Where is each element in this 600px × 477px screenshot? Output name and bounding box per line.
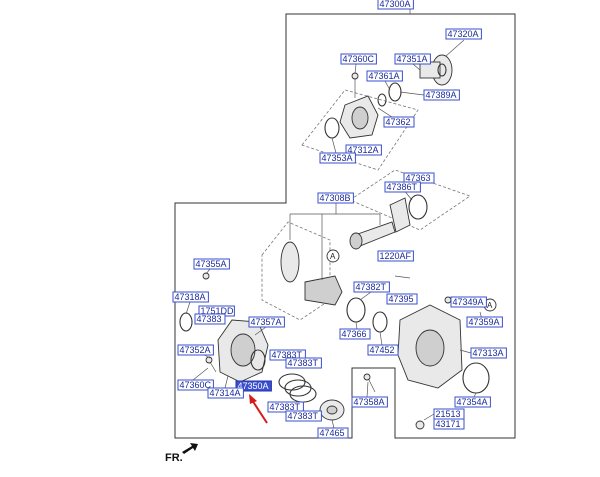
part-label-text: 47359A (469, 317, 500, 327)
part-label-p47350a[interactable]: 47350A (235, 380, 272, 392)
part-label-p43171[interactable]: 43171 (433, 418, 465, 430)
part-label-p47366[interactable]: 47366 (339, 328, 371, 340)
ref-marker-a-left: A (326, 249, 340, 263)
part-label-text: 47313A (473, 348, 504, 358)
part-label-p47362[interactable]: 47362 (383, 116, 415, 128)
ref-marker-text: A (330, 252, 336, 261)
side-cover (179, 312, 269, 383)
part-label-p47354a[interactable]: 47354A (454, 396, 491, 408)
drive-gear-set (280, 197, 411, 333)
part-label-text: 1220AF (380, 251, 412, 261)
part-label-p47389a[interactable]: 47389A (423, 89, 460, 101)
part-number-labels: 47300A 47320A 47360C 47351A 47361A 47389A 4736… (172, 0, 507, 439)
part-label-text: 47362 (386, 117, 411, 127)
part-label-p47383t_b[interactable]: 47383T (285, 357, 322, 369)
part-label-p1220af[interactable]: 1220AF (377, 250, 414, 262)
part-label-text: 47350A (238, 381, 269, 391)
part-label-text: 47366 (342, 329, 367, 339)
part-label-p47465[interactable]: 47465 (317, 427, 349, 439)
rear-case (397, 296, 490, 430)
part-label-text: 47349A (453, 297, 484, 307)
part-label-p47353a[interactable]: 47353A (319, 152, 356, 164)
part-label-text: 47383T (270, 402, 301, 412)
front-arrow-icon (182, 443, 198, 454)
part-label-text: 47361A (369, 71, 400, 81)
part-label-text: 47314A (210, 388, 241, 398)
part-label-text: 47360C (180, 380, 212, 390)
part-label-p47351a[interactable]: 47351A (394, 53, 431, 65)
part-label-p47313a[interactable]: 47313A (470, 347, 507, 359)
part-label-p21513[interactable]: 21513 (433, 408, 465, 420)
part-label-text: 47352A (180, 345, 211, 355)
part-label-p47318a[interactable]: 47318A (172, 291, 209, 303)
part-label-p47357a[interactable]: 47357A (248, 316, 285, 328)
part-label-p47359a[interactable]: 47359A (466, 316, 503, 328)
part-label-p47300a[interactable]: 47300A (377, 0, 414, 10)
part-label-text: 47300A (380, 0, 411, 9)
part-label-text: 47354A (457, 397, 488, 407)
part-label-p47355a[interactable]: 47355A (193, 258, 230, 270)
part-label-p47352a[interactable]: 47352A (177, 344, 214, 356)
part-label-p47361a[interactable]: 47361A (366, 70, 403, 82)
front-direction-marker: FR. (165, 443, 198, 464)
part-label-text: 1751DD (201, 306, 235, 316)
part-label-text: 47383T (288, 358, 319, 368)
front-housing (339, 72, 379, 139)
part-label-text: 47383T (272, 350, 303, 360)
part-label-text: 47452 (370, 345, 395, 355)
part-label-p47308b[interactable]: 47308B (317, 192, 354, 204)
part-label-text: 47465 (320, 428, 345, 438)
part-label-text: 47389A (426, 90, 457, 100)
part-label-text: 47351A (397, 54, 428, 64)
part-label-text: 47353A (322, 153, 353, 163)
part-label-p47358a[interactable]: 47358A (351, 396, 388, 408)
part-label-p47360c_bot[interactable]: 47360C (177, 379, 214, 391)
part-label-p47383_top[interactable]: 47383 (194, 313, 226, 325)
highlight-arrow (249, 394, 268, 424)
part-label-text: 47383 (197, 314, 222, 324)
part-label-text: 47383T (288, 411, 319, 421)
part-label-text: 21513 (436, 409, 461, 419)
part-label-p47349a[interactable]: 47349A (450, 296, 487, 308)
bolts (202, 272, 411, 393)
part-label-text: 43171 (436, 419, 461, 429)
part-label-text: 47386T (387, 182, 418, 192)
part-label-p47383t_d[interactable]: 47383T (285, 410, 322, 422)
flange-yoke (419, 54, 453, 86)
front-label: FR. (165, 452, 183, 464)
part-label-text: 47358A (354, 397, 385, 407)
part-label-text: 47318A (175, 292, 206, 302)
seal-rings-top (324, 82, 428, 220)
assembly-frame (174, 9, 516, 439)
part-label-p47386t[interactable]: 47386T (384, 181, 421, 193)
part-label-text: 47363 (406, 173, 431, 183)
part-label-text: 47308B (320, 193, 351, 203)
part-label-text: 47357A (251, 317, 282, 327)
part-label-text: 47360C (343, 54, 375, 64)
part-label-p47312a[interactable]: 47312A (345, 144, 382, 156)
part-label-text: 47355A (196, 259, 227, 269)
part-label-p47314a[interactable]: 47314A (207, 387, 244, 399)
part-label-text: 47382T (356, 282, 387, 292)
part-label-p47452[interactable]: 47452 (367, 344, 399, 356)
part-label-p47320a[interactable]: 47320A (445, 28, 482, 40)
ref-marker-text: A (487, 301, 493, 310)
part-label-text: 47395 (389, 294, 414, 304)
part-label-text: 47320A (448, 29, 479, 39)
part-label-p47382t[interactable]: 47382T (353, 281, 390, 293)
part-label-p47395[interactable]: 47395 (386, 293, 418, 305)
part-label-p47360c_top[interactable]: 47360C (340, 53, 377, 65)
part-label-text: 47312A (348, 145, 379, 155)
